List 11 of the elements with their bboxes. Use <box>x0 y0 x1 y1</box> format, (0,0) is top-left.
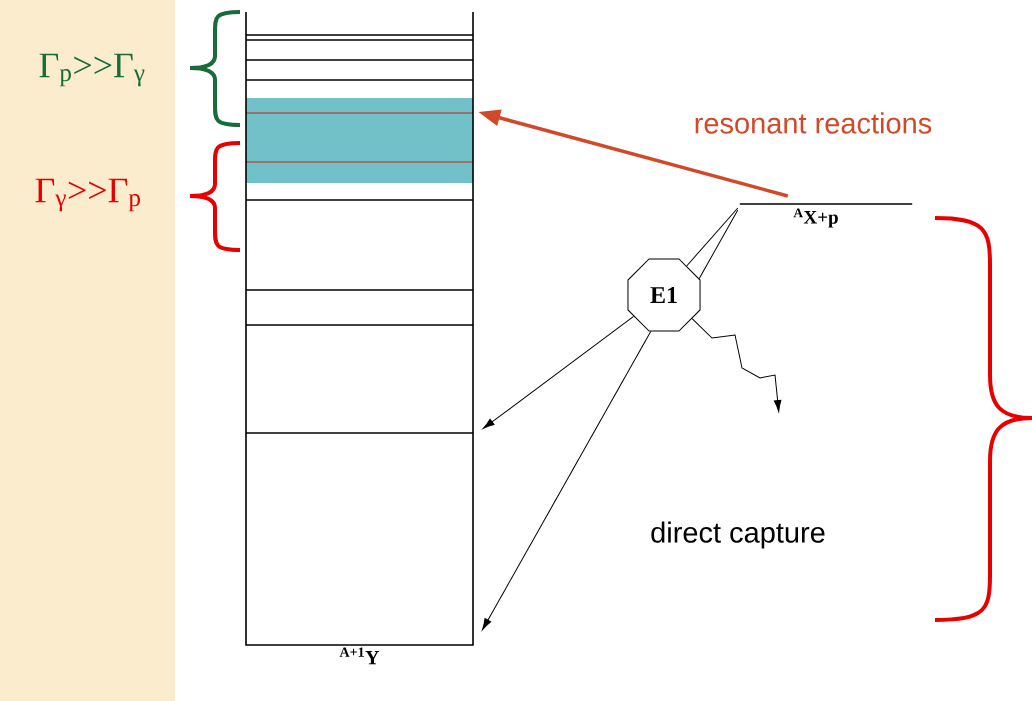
transition-octagon: E1 <box>627 258 701 332</box>
arrow <box>691 318 782 412</box>
energy-level: $^{A}$X+p <box>739 203 913 228</box>
label-text: Γ$_{γ}$>>Γ$_{p}$ <box>35 178 140 212</box>
label-text: direct capture <box>651 521 825 549</box>
label-text: Γ$_{p}$>>Γ$_{γ}$ <box>39 53 145 87</box>
node-label: $^{A+1}$Y <box>339 647 380 665</box>
edge-label: resonant reactions <box>695 112 932 134</box>
energy-level-scheme: $^{A+1}$Y <box>245 11 474 665</box>
arrow <box>482 315 635 429</box>
arrow <box>482 331 652 631</box>
